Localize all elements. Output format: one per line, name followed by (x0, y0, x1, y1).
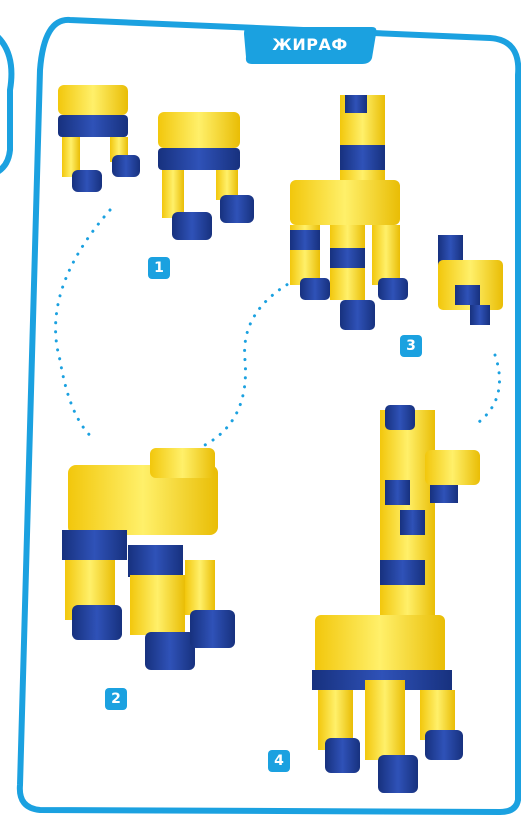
prev-page-edge (0, 20, 11, 175)
step-badge-3: 3 (400, 335, 422, 357)
step-number-2: 2 (111, 691, 121, 707)
step-number-1: 1 (154, 260, 164, 276)
step-badge-2: 2 (105, 688, 127, 710)
step-number-3: 3 (406, 338, 416, 354)
step-badge-1: 1 (148, 257, 170, 279)
step-number-4: 4 (274, 753, 284, 769)
step-badge-4: 4 (268, 750, 290, 772)
page-title: ЖИРАФ (245, 25, 375, 63)
